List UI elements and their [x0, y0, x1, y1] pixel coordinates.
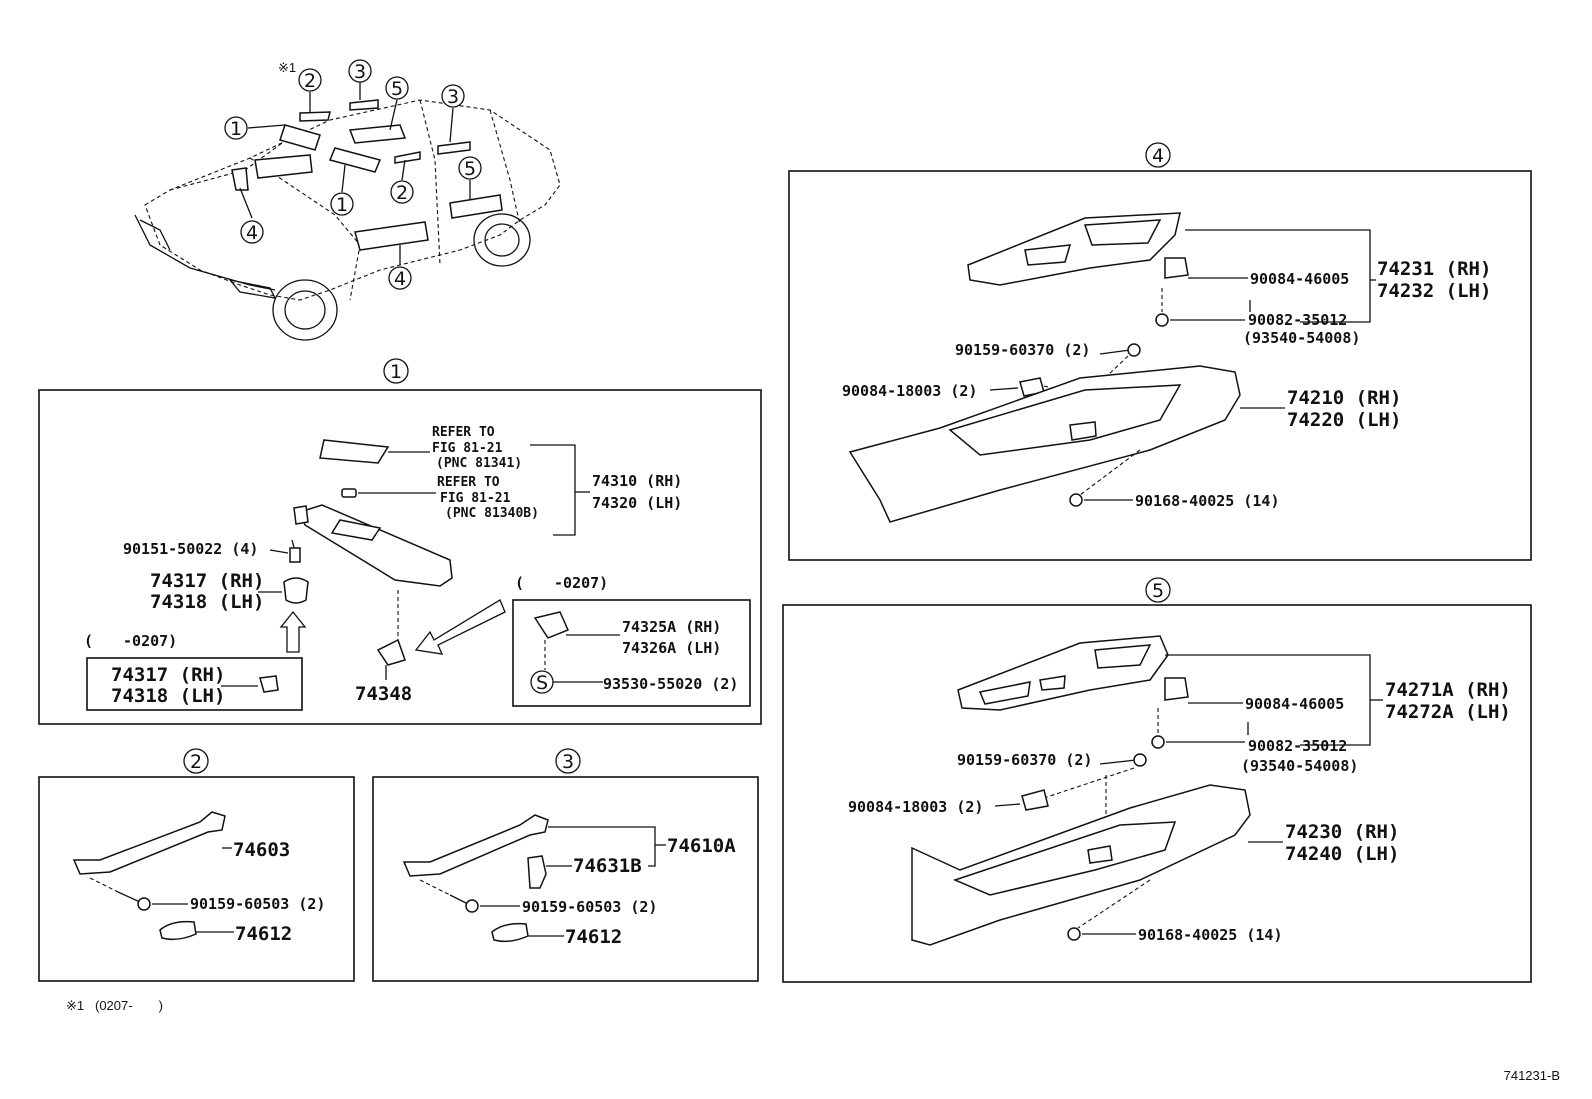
visor-rh: 74310 (RH): [592, 472, 682, 490]
refer1-line3: (PNC 81341): [436, 456, 522, 471]
grip-cap: 74612: [235, 923, 292, 945]
holder-rh: 74317 (RH): [150, 570, 264, 592]
bracket-a-lh: 74326A (LH): [622, 639, 721, 657]
range-right: ( -0207): [515, 574, 608, 592]
callout-circle: [298, 68, 322, 92]
visor-lh: 74320 (LH): [592, 494, 682, 512]
s-mark: S: [536, 672, 548, 694]
grip-assy: 74610A: [667, 835, 736, 857]
grip-hook: 74631B: [573, 855, 642, 877]
armrest5-rh: 74230 (RH): [1285, 821, 1399, 843]
switch4-clip-alt: (93540-54008): [1243, 329, 1360, 347]
callout-4a: 4: [246, 222, 258, 244]
switch4-clip: 90082-35012: [1248, 311, 1347, 329]
visor-screw: 90151-50022 (4): [123, 540, 258, 558]
section-5-number: 5: [1152, 580, 1164, 602]
armrest4-rh: 74210 (RH): [1287, 387, 1401, 409]
bracket-74348-part: [376, 638, 406, 666]
section-3-grip: 3 74610A 74631B 90159-60503 (2) 74612: [372, 748, 759, 982]
s-part: 93530-55020 (2): [603, 675, 738, 693]
callout-1b: 1: [336, 194, 348, 216]
armrest4-lh: 74220 (LH): [1287, 409, 1401, 431]
section-2-number: 2: [190, 751, 202, 773]
callout-5b: 5: [464, 158, 476, 180]
armrest4-nut: 90084-18003 (2): [842, 382, 977, 400]
switch4-rh: 74231 (RH): [1377, 258, 1491, 280]
switch5-rh: 74271A (RH): [1385, 679, 1511, 701]
section-4-frame: [788, 170, 1532, 561]
section-2-frame: [38, 776, 355, 982]
refer2-line1: REFER TO: [437, 475, 500, 490]
bracket-a-rh: 74325A (RH): [622, 618, 721, 636]
footnote-range: (0207- ): [95, 998, 163, 1013]
diagram-id: 741231-B: [1504, 1068, 1560, 1083]
grip-screw: 90159-60503 (2): [190, 895, 325, 913]
refer2-line3: (PNC 81340B): [445, 506, 539, 521]
callout-3a: 3: [354, 61, 366, 83]
grip3-screw: 90159-60503 (2): [522, 898, 657, 916]
section-5-frame: [782, 604, 1532, 983]
section-3-frame: [372, 776, 759, 982]
armrest5-screw: 90159-60370 (2): [957, 751, 1092, 769]
switch5-clip-alt: (93540-54008): [1241, 757, 1358, 775]
note-mark-overview: ※1: [278, 60, 296, 75]
armrest5-nut: 90084-18003 (2): [848, 798, 983, 816]
armrest4-screw: 90159-60370 (2): [955, 341, 1090, 359]
section-1-number: 1: [390, 361, 402, 383]
armrest4-clip: 90168-40025 (14): [1135, 492, 1280, 510]
refer1-line1: REFER TO: [432, 425, 495, 440]
callout-3b: 3: [447, 86, 459, 108]
armrest5-clip: 90168-40025 (14): [1138, 926, 1283, 944]
visor-holder-part: [283, 577, 309, 604]
armrest5-lh: 74240 (LH): [1285, 843, 1399, 865]
grip-part: 74603: [233, 839, 290, 861]
bracket-74348: 74348: [355, 683, 412, 705]
grip3-cap: 74612: [565, 926, 622, 948]
callout-4b: 4: [394, 268, 406, 290]
section-4-armrest: 4 74231 (RH) 74232 (LH) 90084-46005 9008…: [788, 142, 1532, 561]
switch4-lh: 74232 (LH): [1377, 280, 1491, 302]
sun-visor-part: [299, 504, 453, 587]
callout-2b: 2: [396, 182, 408, 204]
callout-5a: 5: [391, 78, 403, 100]
vanity-mirror-part: [319, 439, 390, 464]
switch5-bracket: 90084-46005: [1245, 695, 1344, 713]
section-3-number: 3: [562, 751, 574, 773]
bracket-a-frame: [512, 599, 751, 707]
old-holder-frame: [86, 657, 303, 711]
switch4-bracket: 90084-46005: [1250, 270, 1349, 288]
old-holder-rh: 74317 (RH): [111, 664, 225, 686]
callout-1a: 1: [230, 118, 242, 140]
section-1-frame: [38, 389, 762, 725]
section-1-sun-visor: 1 REFER TO FIG 81-21 (PNC 81341) REFER T…: [38, 358, 762, 725]
holder-lh: 74318 (LH): [150, 591, 264, 613]
switch5-clip: 90082-35012: [1248, 737, 1347, 755]
refer2-line2: FIG 81-21: [440, 491, 511, 506]
callout-2a: 2: [304, 70, 316, 92]
assist-grip-part-3: [402, 814, 549, 877]
section-4-number: 4: [1152, 145, 1164, 167]
section-5-armrest: 5 74271A (RH) 74272A (LH) 90084-46005 90…: [782, 577, 1532, 983]
range-left: ( -0207): [84, 632, 177, 650]
footnote-mark: ※1: [66, 998, 84, 1013]
assist-grip-part: [72, 811, 226, 875]
switch5-lh: 74272A (LH): [1385, 701, 1511, 723]
old-holder-lh: 74318 (LH): [111, 685, 225, 707]
section-2-grip: 2 74603 90159-60503 (2) 74612: [38, 748, 355, 982]
refer1-line2: FIG 81-21: [432, 441, 503, 456]
car-overview: ※1 2 3 5 3 1 1 2 5 4 4: [134, 59, 561, 341]
